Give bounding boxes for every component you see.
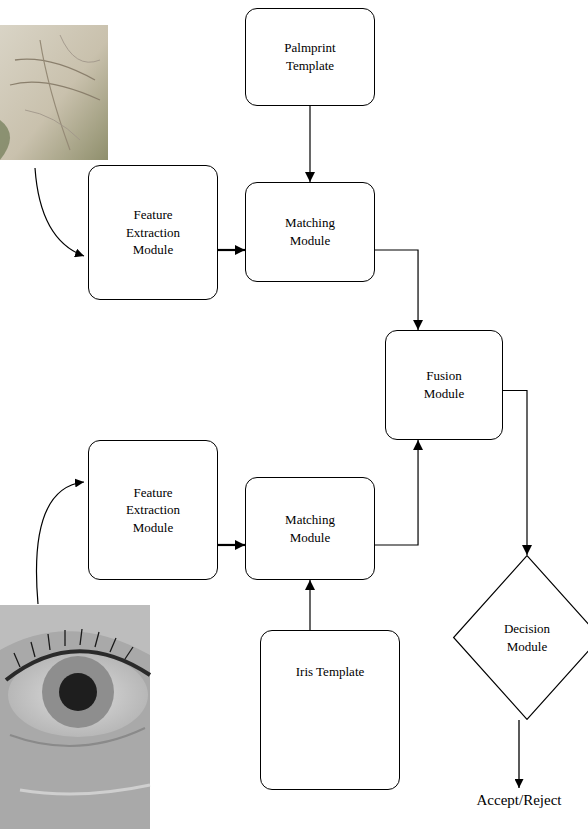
template-box: Iris Template bbox=[260, 630, 400, 790]
template-box: Palmprint Template bbox=[245, 8, 375, 106]
process-box: Feature Extraction Module bbox=[88, 440, 218, 580]
node-text: Feature Extraction Module bbox=[116, 484, 190, 537]
flow-arrow bbox=[375, 250, 418, 330]
process-box: Feature Extraction Module bbox=[88, 165, 218, 300]
node-text: Iris Template bbox=[296, 663, 365, 681]
diamond-outline bbox=[453, 555, 588, 720]
node-text: Fusion Module bbox=[409, 367, 479, 402]
node-text: Feature Extraction Module bbox=[116, 206, 190, 259]
diamond-outline bbox=[454, 556, 588, 720]
node-label: Fusion Module bbox=[409, 367, 479, 402]
input-arrow bbox=[35, 168, 84, 256]
flow-arrow bbox=[309, 106, 310, 182]
process-box: Fusion Module bbox=[385, 330, 503, 440]
node-label: Feature Extraction Module bbox=[116, 206, 190, 259]
outcome-label: Accept/Reject bbox=[459, 792, 579, 809]
node-text: Matching Module bbox=[273, 214, 347, 249]
node-label: Feature Extraction Module bbox=[116, 484, 190, 537]
node-text: Palmprint Template bbox=[270, 39, 350, 74]
node-label: Palmprint Template bbox=[270, 39, 350, 74]
node-label: Decision Module bbox=[496, 620, 558, 655]
flow-arrow bbox=[503, 391, 527, 556]
decision-diamond: Decision Module bbox=[453, 555, 588, 720]
flow-arrow bbox=[375, 440, 418, 545]
input-arrow bbox=[36, 482, 84, 604]
flow-arrow bbox=[309, 580, 310, 630]
node-text: Decision Module bbox=[496, 620, 558, 655]
palm-photo bbox=[0, 25, 108, 160]
node-text: Matching Module bbox=[273, 511, 347, 546]
node-label: Matching Module bbox=[273, 214, 347, 249]
node-label: Matching Module bbox=[273, 511, 347, 546]
flow-arrow bbox=[218, 544, 245, 546]
eye-photo bbox=[0, 605, 150, 829]
process-box: Matching Module bbox=[245, 477, 375, 580]
node-label: Iris Template bbox=[296, 663, 365, 681]
flow-arrow bbox=[218, 249, 245, 251]
output-arrow bbox=[518, 720, 519, 788]
process-box: Matching Module bbox=[245, 182, 375, 282]
